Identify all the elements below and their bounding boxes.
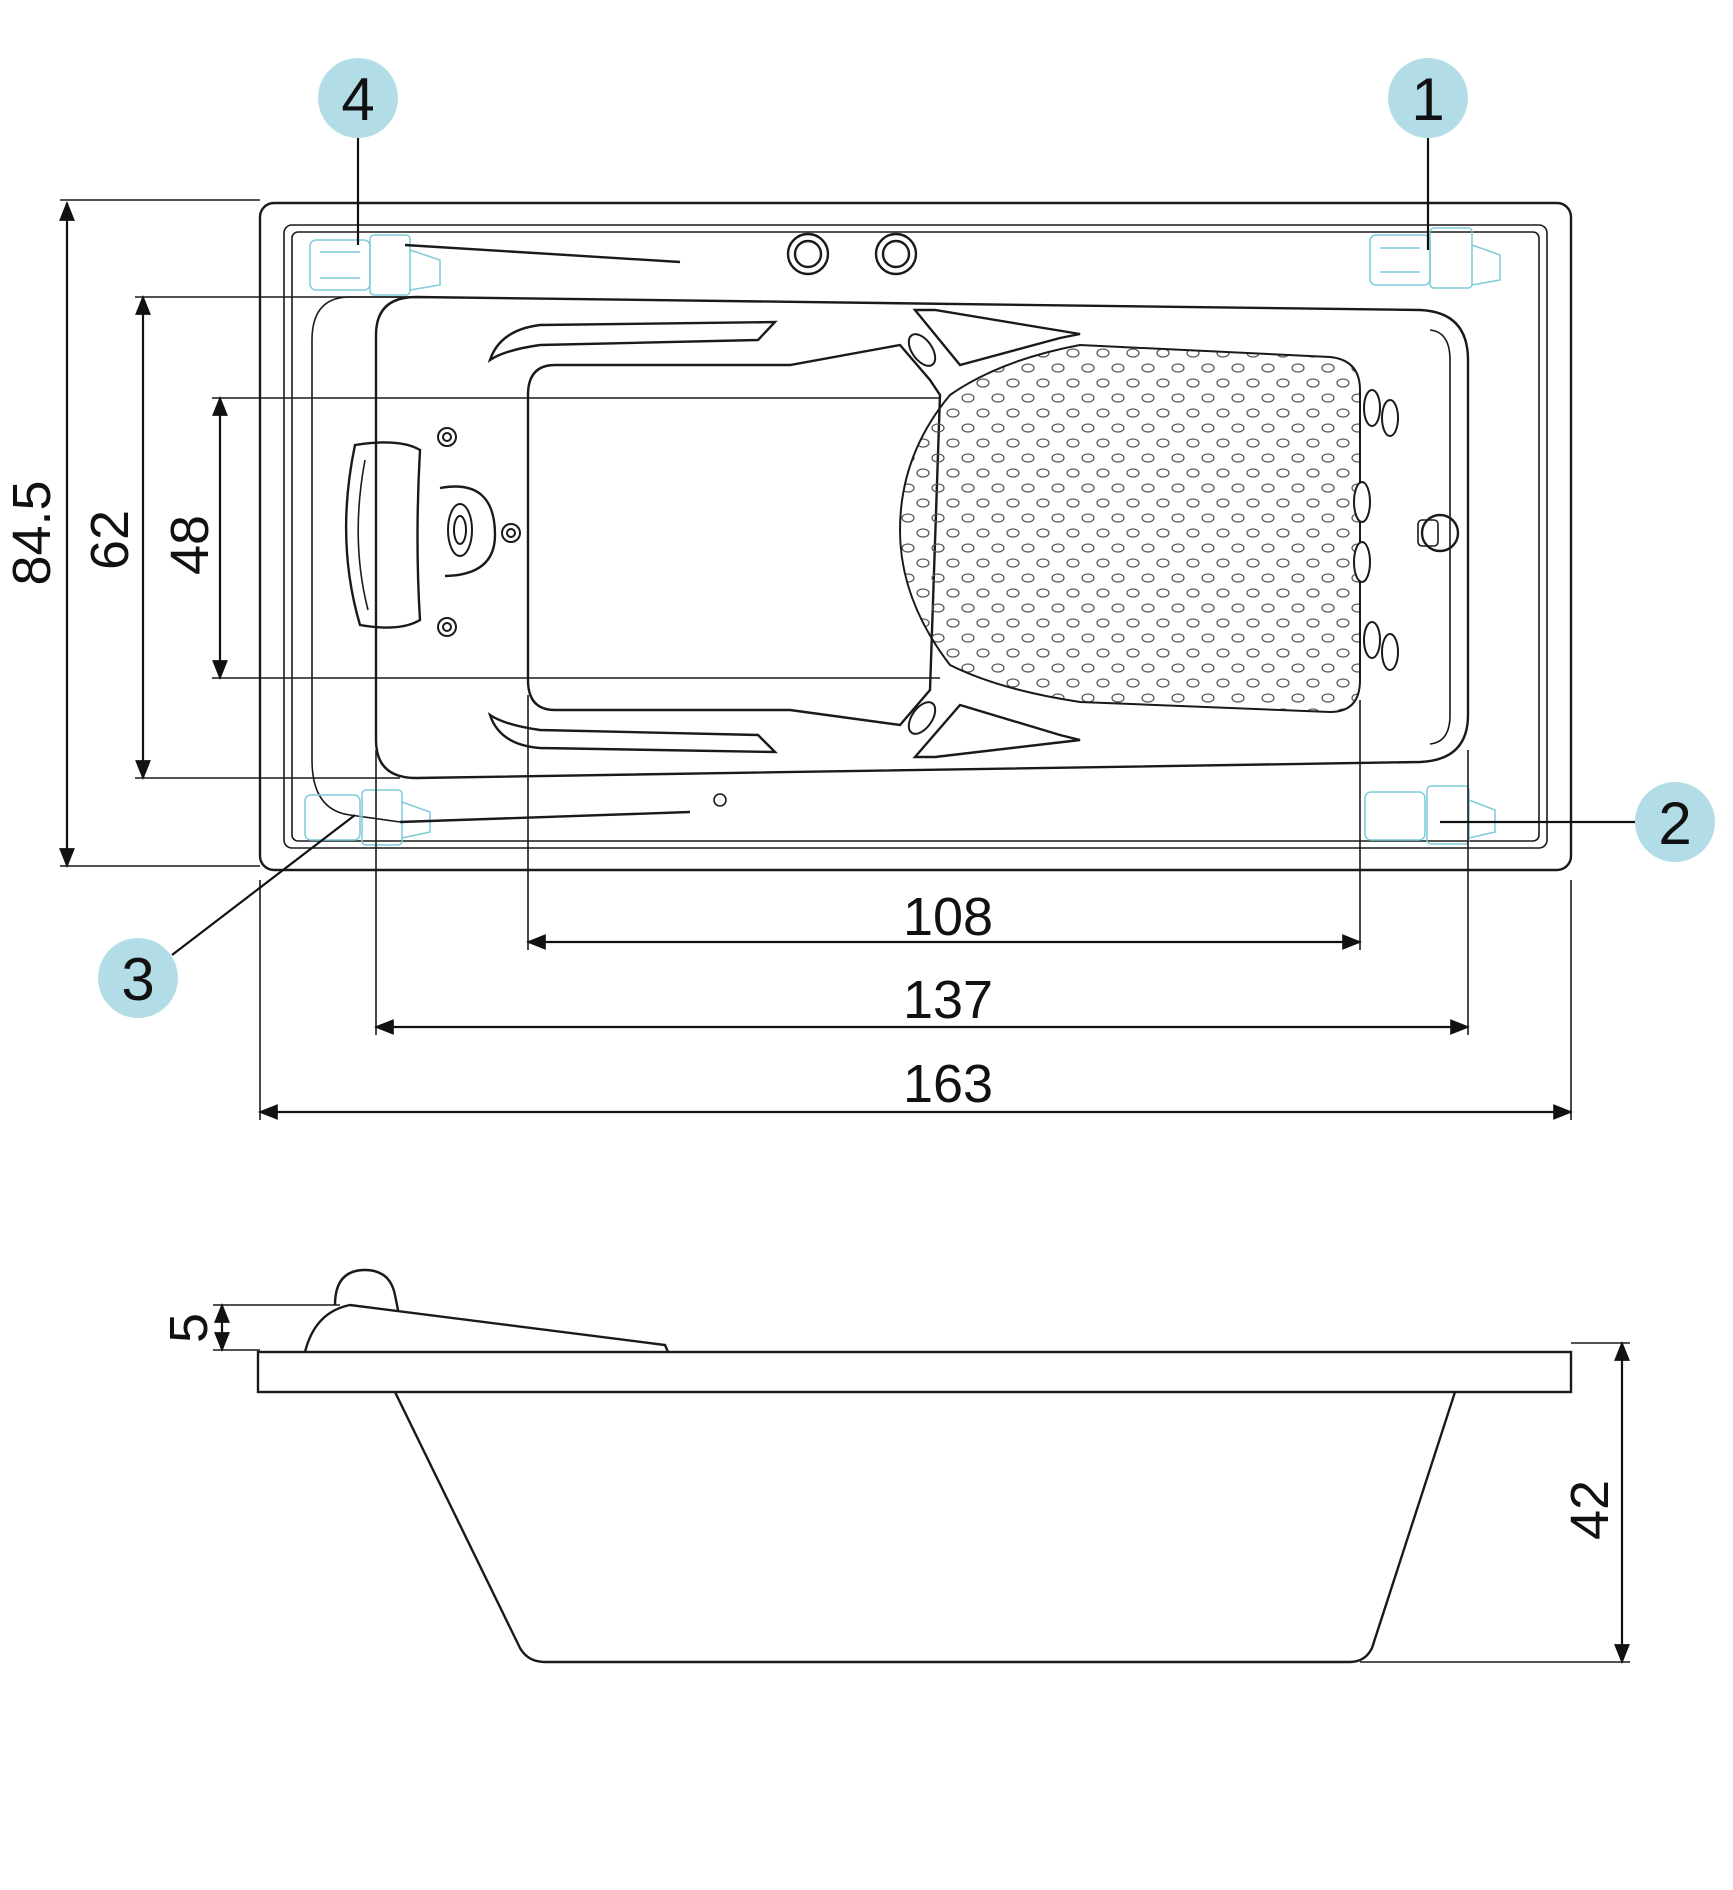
side-rim (256, 1350, 1573, 1394)
dim-overall-length: 163 (903, 1054, 993, 1114)
faucet-holes (786, 232, 918, 276)
side-view (256, 1268, 1573, 1664)
side-headrest (303, 1303, 670, 1353)
corner-component-3 (304, 789, 691, 846)
callout-1-marker (1388, 58, 1468, 138)
dim-floor-width: 48 (160, 515, 220, 575)
callout-2-label: 2 (1658, 790, 1691, 857)
side-basin (393, 1391, 1457, 1664)
dim-depth: 42 (1560, 1480, 1620, 1540)
callouts: 4 1 3 2 (98, 58, 1715, 1018)
dim-floor-length: 108 (903, 887, 993, 947)
callout-1-label: 1 (1411, 66, 1444, 133)
callout-3-label: 3 (121, 946, 154, 1013)
callout-2-marker (1635, 782, 1715, 862)
headrest-pillow (344, 441, 422, 629)
tub-inner-rim (283, 224, 1548, 849)
corner-component-2 (1364, 785, 1496, 845)
corner-component-1 (1369, 227, 1501, 289)
dim-inner-width: 62 (80, 510, 140, 570)
side-view-dimensions: 5 42 (159, 1303, 1630, 1664)
top-view-dimensions: 84.5 62 48 108 137 163 (2, 199, 1573, 1120)
corner-component-4 (309, 234, 681, 296)
dim-overall-width: 84.5 (2, 480, 62, 585)
floor-well (526, 343, 942, 727)
callout-4-label: 4 (341, 66, 374, 133)
callout-3-marker (98, 938, 178, 1018)
back-jets (907, 333, 1399, 735)
backrest-pad (898, 343, 1361, 714)
head-jets (437, 427, 521, 637)
basin-outline (374, 295, 1470, 780)
overflow-drain (1420, 513, 1460, 553)
tub-outer-rim (258, 201, 1573, 872)
dim-headrest-height: 5 (159, 1313, 219, 1343)
dim-inner-length: 137 (903, 970, 993, 1030)
callout-4-marker (318, 58, 398, 138)
top-view (258, 201, 1573, 872)
